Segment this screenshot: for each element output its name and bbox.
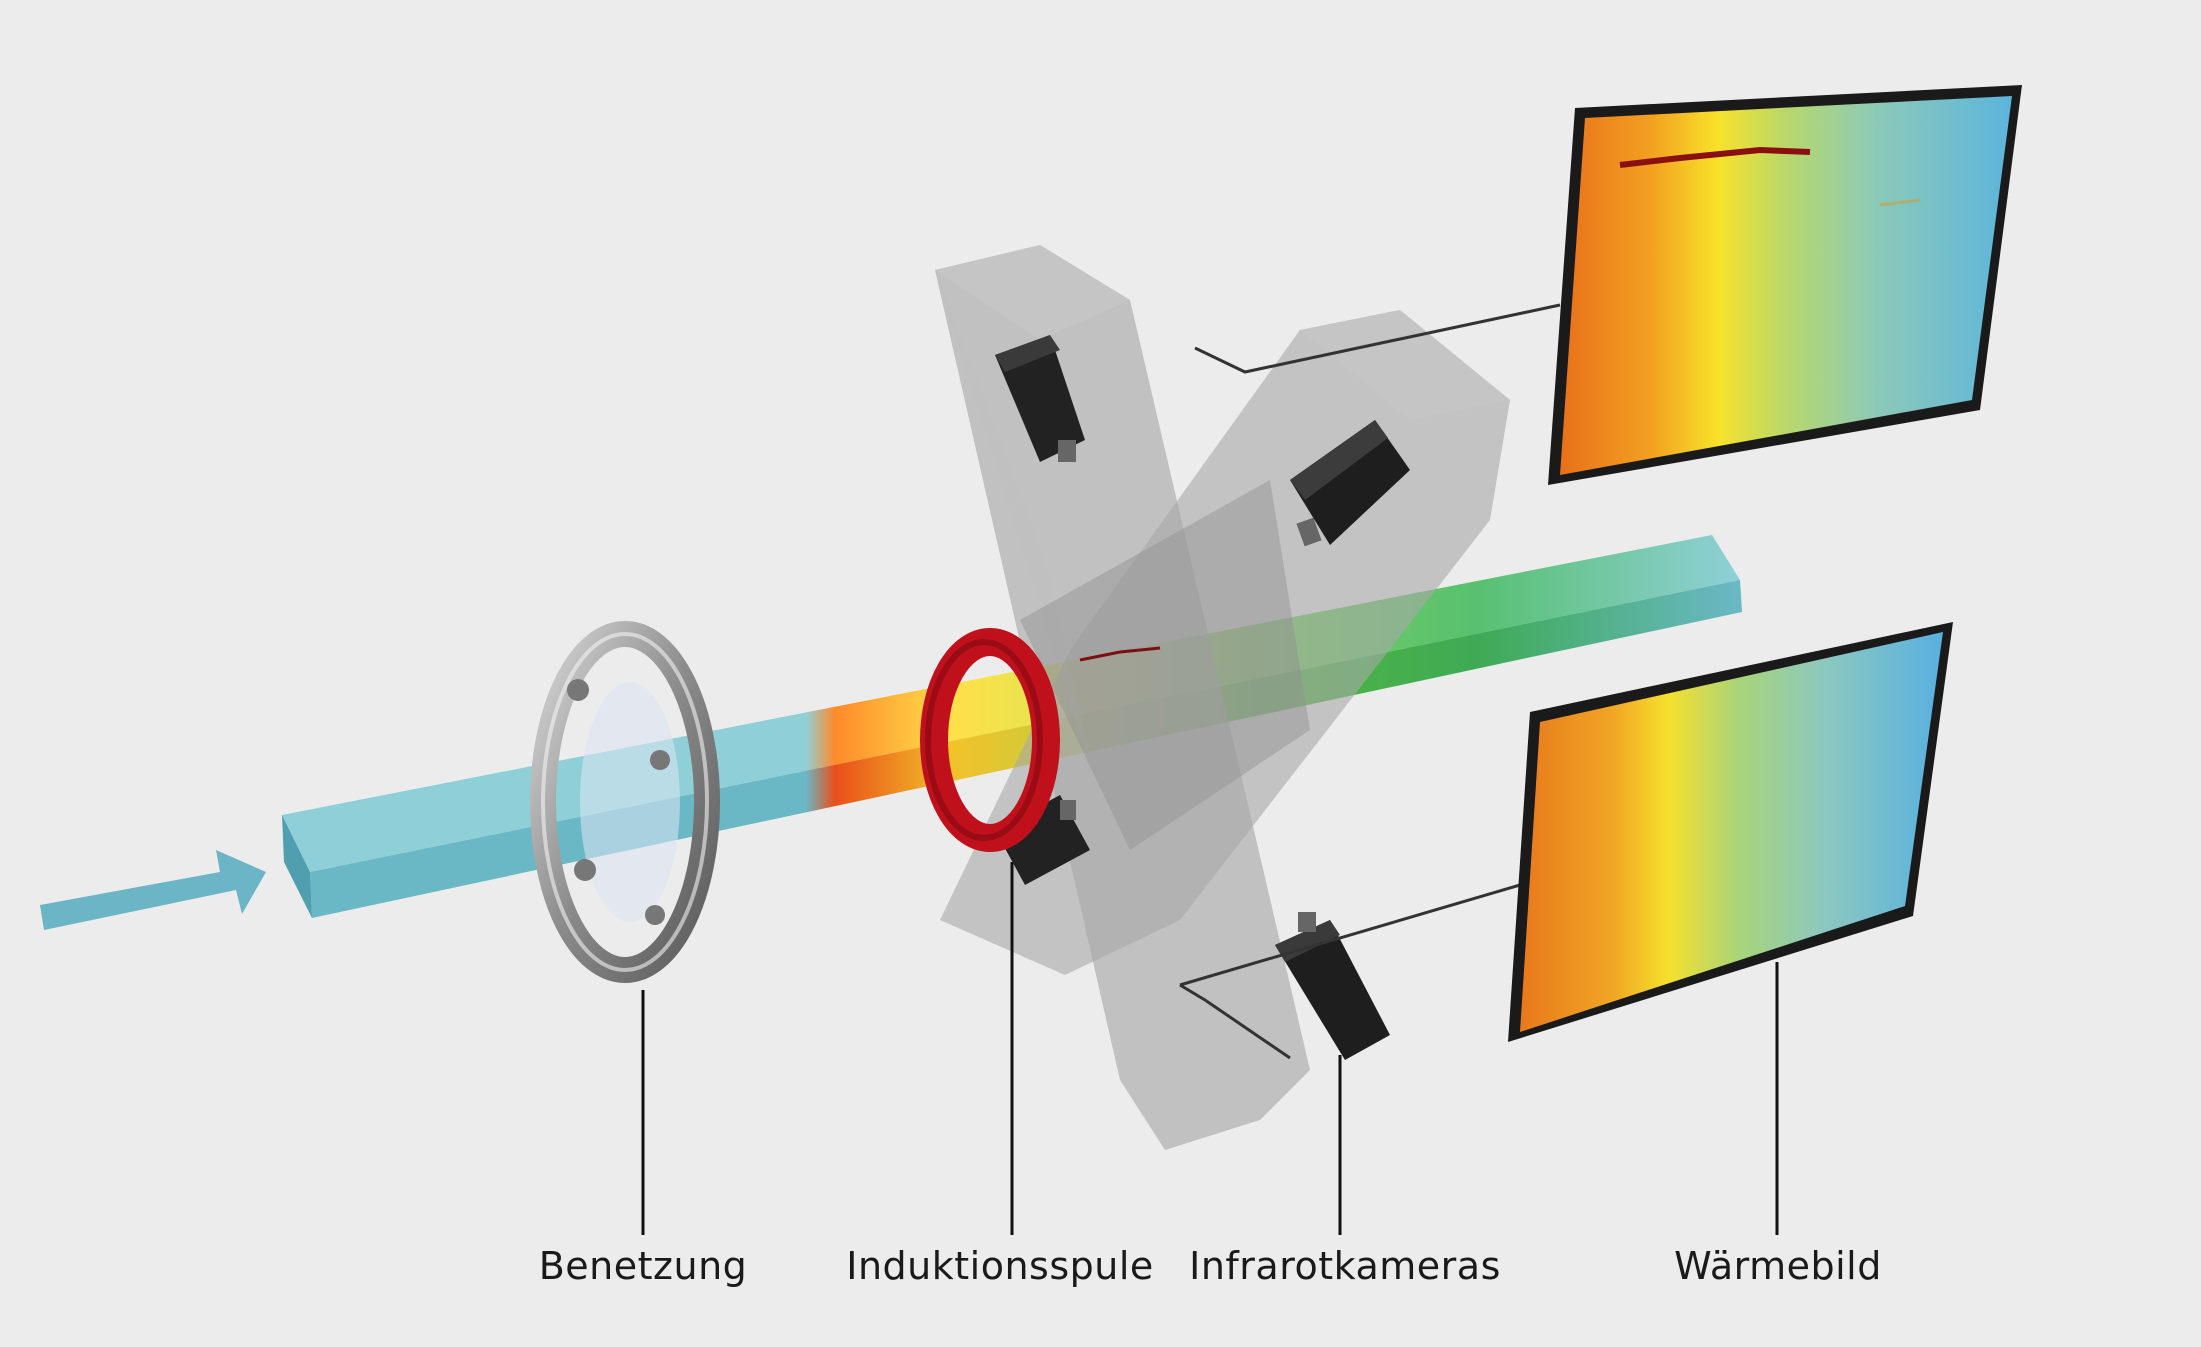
thermal-screen-bottom <box>1508 622 1953 1042</box>
label-wetting: Benetzung <box>538 1244 748 1288</box>
label-thermal-image: Wärmebild <box>1674 1244 1882 1288</box>
feed-direction-arrow <box>40 850 266 930</box>
leader-lines <box>641 862 1779 1235</box>
signal-cables <box>1179 303 1561 1060</box>
wetting-ring-icon <box>530 621 720 983</box>
label-induction-coil: Induktionsspule <box>846 1244 1154 1288</box>
camera-top-right-icon <box>1290 420 1410 547</box>
thermal-screen-top <box>1548 85 2022 485</box>
crack-mark <box>1079 646 1161 662</box>
infrared-cameras <box>995 335 1410 1060</box>
label-infrared-cameras: Infrarotkameras <box>1189 1244 1501 1288</box>
induction-coil-icon <box>920 628 1060 852</box>
camera-top-left-icon <box>995 335 1085 462</box>
